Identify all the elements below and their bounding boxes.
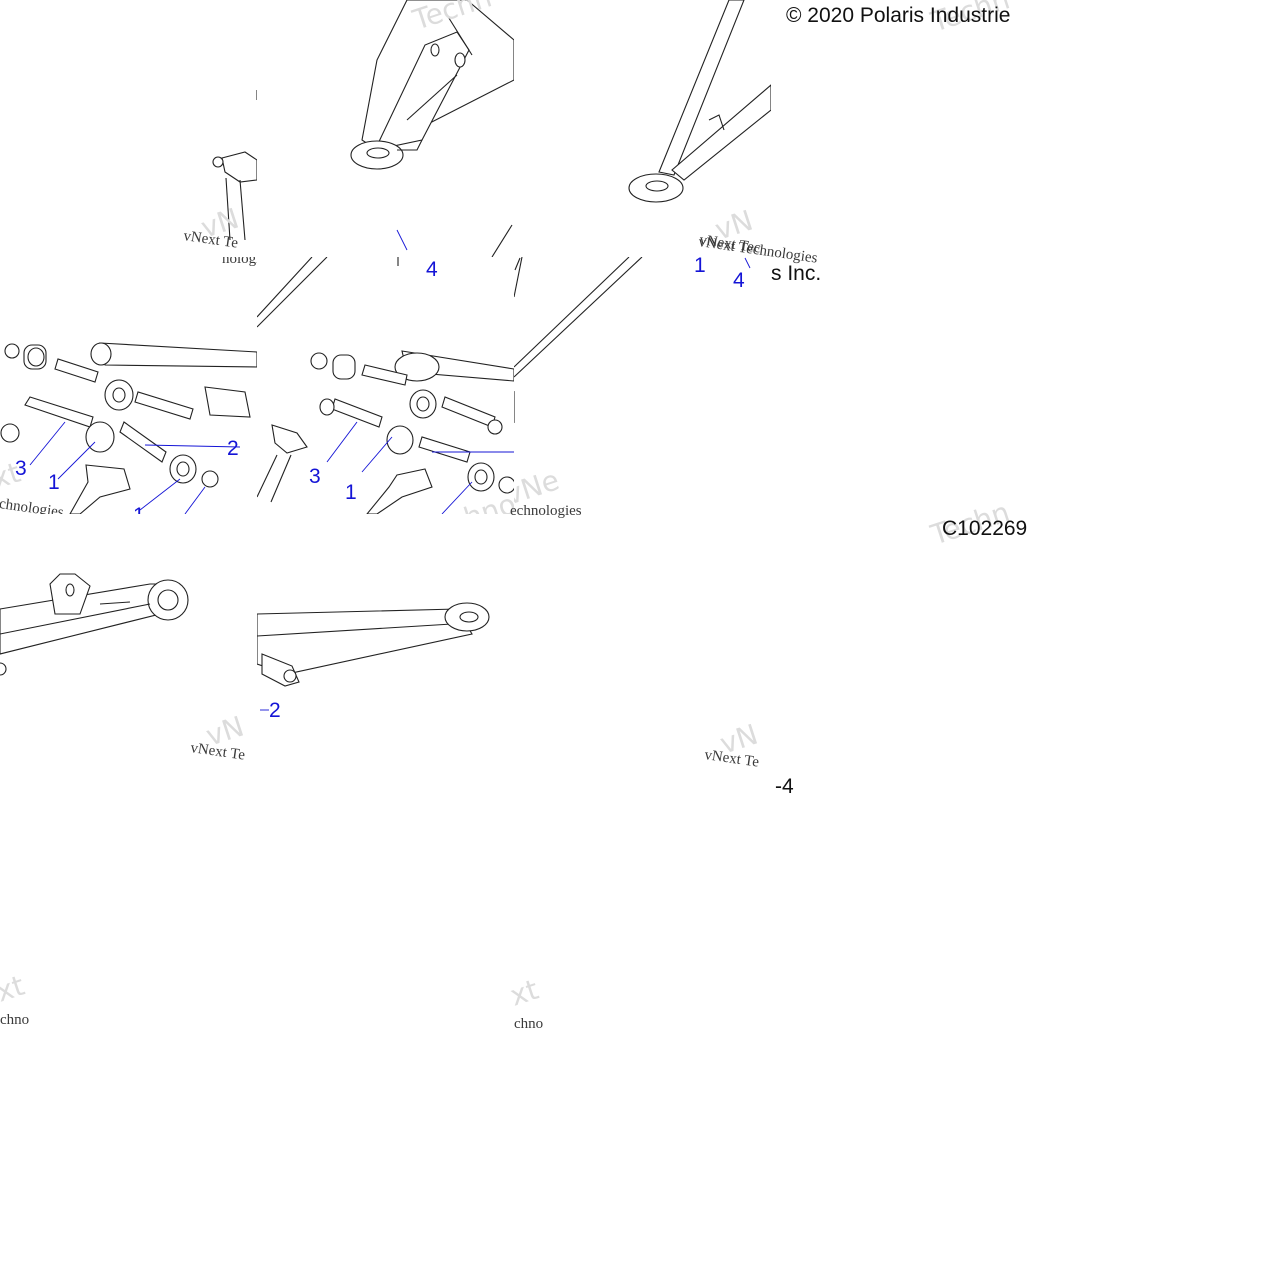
callout-number: 3 xyxy=(15,457,27,480)
hardware-parts xyxy=(257,257,514,514)
upper-arm-bracket xyxy=(350,0,514,170)
ball-joint xyxy=(212,90,257,241)
diagram-tile-upper-arm-tip: vNext Tec vN xyxy=(514,0,771,257)
arm-tube-edge xyxy=(514,257,523,298)
watermark-text: vNext Te xyxy=(182,228,239,252)
callout-leaders xyxy=(29,421,241,514)
lower-arm xyxy=(0,573,189,676)
callout-number: 1 xyxy=(48,471,60,494)
callout-number: 2 xyxy=(269,699,281,722)
arm-tube-edge xyxy=(514,257,630,368)
diagram-tile-upper-arm-bracket: Techn xyxy=(257,0,514,257)
callout-number: 2 xyxy=(227,437,239,460)
diagram-tile-lower-arm-left: vNext Te vN xyxy=(0,514,257,771)
figure-id-suffix: -4 xyxy=(775,775,794,798)
watermark-text: echnologies xyxy=(0,495,65,514)
diagram-tile-arm-tube: vNe xyxy=(514,257,771,514)
watermark-text: xt xyxy=(506,973,542,1013)
diagram-tile-blank: vNext Te vN xyxy=(514,514,771,771)
copyright-text: © 2020 Polaris Industrie xyxy=(786,4,1011,27)
callout-number: 1 xyxy=(345,481,357,504)
callout-4-leader xyxy=(396,224,513,257)
watermark-text: vNext Te xyxy=(189,740,246,764)
diagram-tile-lower-arm-tip: 2 xyxy=(257,514,514,771)
hardware-parts xyxy=(0,342,257,514)
diagram-tile-hardware-left: 2 3 1 1 echnologies xt nologies xyxy=(0,257,257,514)
watermark-text: xt xyxy=(0,969,28,1009)
watermark-text: vNe xyxy=(514,463,563,511)
arm-tube-edge xyxy=(514,257,643,378)
lower-arm-tip xyxy=(257,602,490,687)
callout-number: 1 xyxy=(133,504,145,514)
upper-arm-tip xyxy=(628,0,771,203)
watermark-text: chno xyxy=(514,1016,543,1032)
watermark-text: nologies xyxy=(222,257,257,267)
callout-leaders xyxy=(326,421,514,514)
diagram-tile-hardware-right: 3 1 Technologies xyxy=(257,257,514,514)
watermark-text: chno xyxy=(0,1012,29,1028)
figure-id: C102269 xyxy=(942,517,1028,540)
watermark-text: vNext Te xyxy=(703,747,760,771)
diagram-tile-ball-joint: vNext Te vN xyxy=(0,0,257,257)
copyright-fragment: s Inc. xyxy=(771,262,822,285)
callout-number: 3 xyxy=(309,465,321,488)
